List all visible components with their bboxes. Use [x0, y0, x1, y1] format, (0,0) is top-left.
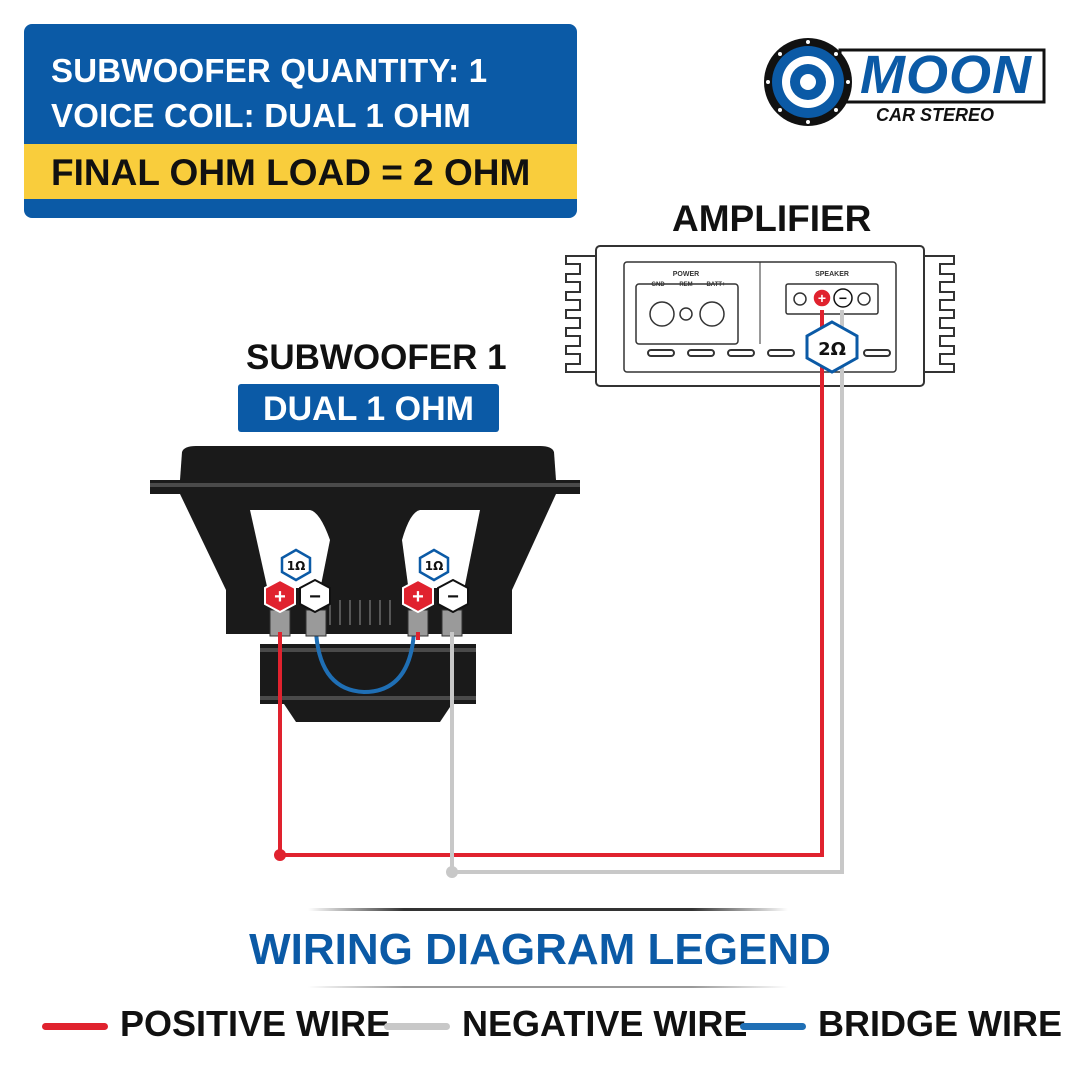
subwoofer-title: SUBWOOFER 1	[246, 338, 507, 377]
subwoofer-badge: DUAL 1 OHM	[238, 384, 499, 432]
sub-terminals	[269, 609, 463, 637]
legend-swatch-positive	[42, 1023, 108, 1030]
moon-logo: MOON CAR STEREO	[760, 38, 1050, 128]
coil1-load-badge: 1Ω	[280, 548, 312, 582]
amp-plus-terminal: +	[812, 288, 832, 308]
logo-word: MOON	[860, 45, 1032, 105]
coil1-minus-sign: −	[309, 586, 321, 608]
coil1-load-text: 1Ω	[287, 559, 306, 573]
subwoofer-quantity-text: SUBWOOFER QUANTITY: 1	[51, 52, 488, 89]
amp-minus-terminal: −	[833, 288, 853, 308]
coil2-load-text: 1Ω	[425, 559, 444, 573]
coil2-minus-sign: −	[447, 586, 459, 608]
info-box: SUBWOOFER QUANTITY: 1 VOICE COIL: DUAL 1…	[24, 24, 577, 218]
legend-label-bridge: BRIDGE WIRE	[818, 1003, 1063, 1044]
coil2-plus-terminal: +	[402, 578, 434, 614]
legend-rule-bottom	[308, 986, 788, 988]
amplifier-title: AMPLIFIER	[672, 198, 872, 239]
legend-label-positive: POSITIVE WIRE	[120, 1003, 391, 1044]
amplifier	[565, 245, 955, 387]
logo-subtitle: CAR STEREO	[876, 105, 995, 125]
legend-label-negative: NEGATIVE WIRE	[462, 1003, 748, 1044]
coil2-load-badge: 1Ω	[418, 548, 450, 582]
amp-load-text: 2Ω	[818, 339, 846, 360]
legend-title: WIRING DIAGRAM LEGEND	[249, 925, 831, 974]
coil1-plus-terminal: +	[264, 578, 296, 614]
amp-plus-sign: +	[818, 290, 826, 306]
subwoofer-badge-text: DUAL 1 OHM	[263, 390, 474, 428]
amp-rem-label: REM	[679, 282, 692, 288]
bridge-wire	[314, 631, 416, 695]
coil1-plus-sign: +	[274, 586, 286, 608]
amp-load-badge: 2Ω	[805, 320, 859, 374]
positive-junction	[274, 849, 286, 861]
amp-gnd-label: GND	[651, 282, 665, 288]
legend-rule-top	[308, 908, 788, 911]
final-load-band: FINAL OHM LOAD = 2 OHM	[24, 144, 577, 199]
coil2-minus-terminal: −	[437, 578, 469, 614]
legend-swatch-negative	[384, 1023, 450, 1030]
coil2-plus-sign: +	[412, 586, 424, 608]
legend-swatch-bridge	[740, 1023, 806, 1030]
subwoofer-body	[150, 446, 580, 722]
logo-frame	[764, 38, 1046, 126]
amp-minus-sign: −	[839, 290, 847, 306]
amp-speaker-label: SPEAKER	[815, 271, 849, 278]
coil1-minus-terminal: −	[299, 578, 331, 614]
final-load-text: FINAL OHM LOAD = 2 OHM	[51, 152, 531, 193]
negative-junction	[446, 866, 458, 878]
amp-batt-label: BATT+	[706, 282, 726, 288]
amp-power-label: POWER	[673, 271, 699, 278]
voice-coil-text: VOICE COIL: DUAL 1 OHM	[51, 97, 471, 134]
